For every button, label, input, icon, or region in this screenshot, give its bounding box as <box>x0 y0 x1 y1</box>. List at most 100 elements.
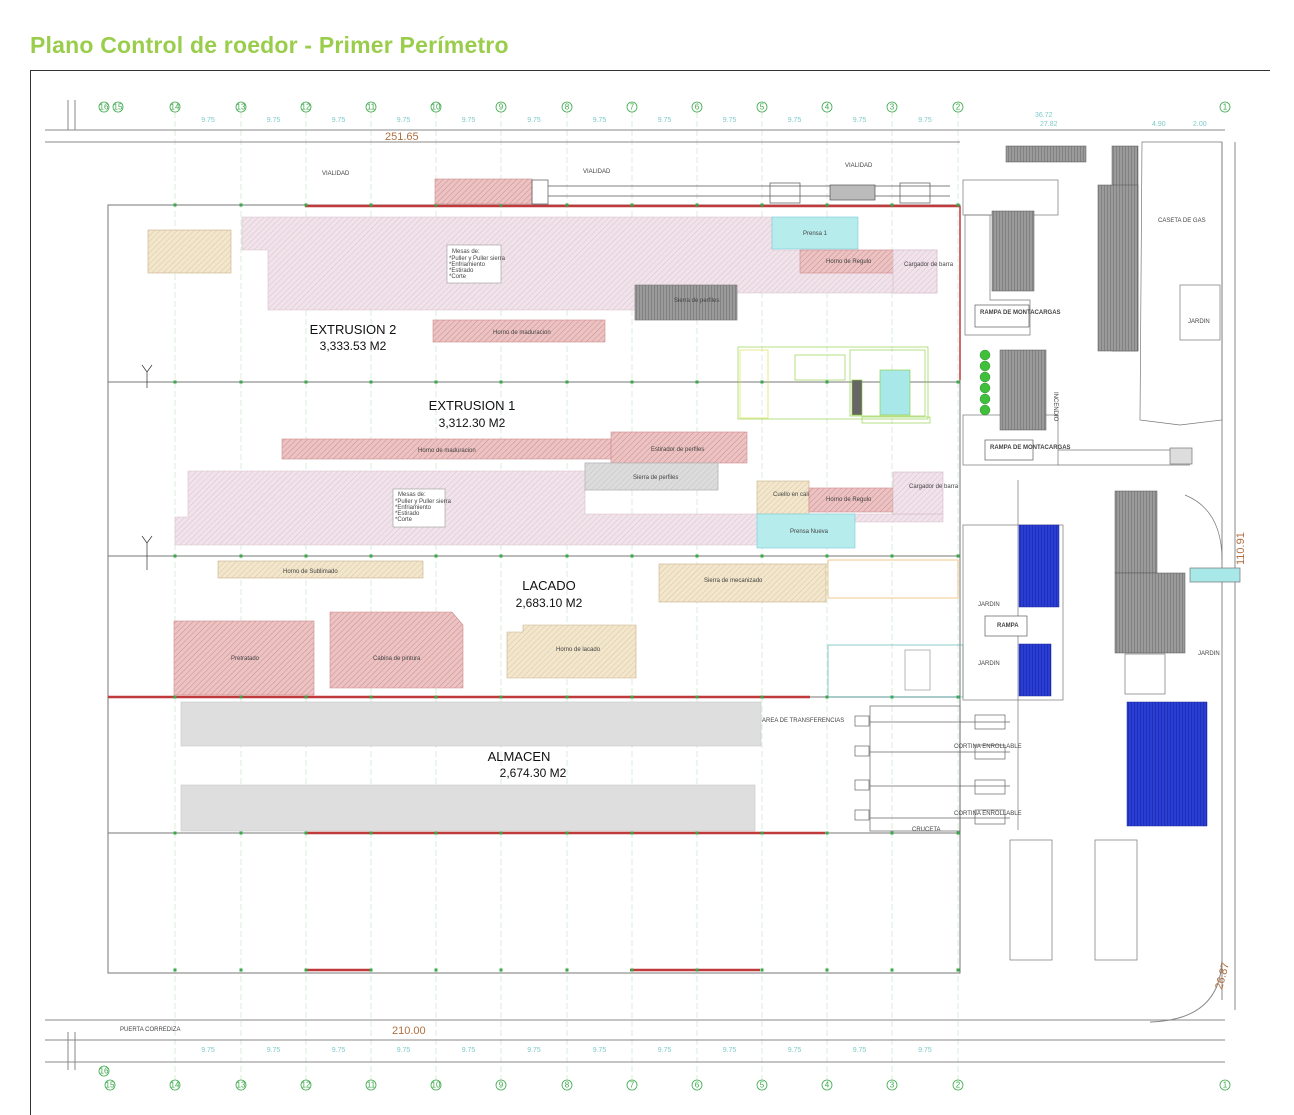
axis-label: 11 <box>367 103 376 112</box>
zone-name: EXTRUSION 2 <box>310 322 397 337</box>
tank-block <box>147 229 232 274</box>
rampa-box <box>974 304 1030 328</box>
dim-right-side: 110.91 <box>1235 532 1247 565</box>
column-dot <box>695 554 699 558</box>
axis-label: 12 <box>302 103 311 112</box>
prensa1-label: Prensa 1 <box>803 231 828 237</box>
axis-bubble <box>169 101 181 113</box>
mesas-title: Mesas de: <box>452 249 480 255</box>
column-dot <box>760 695 764 699</box>
axis-bubble <box>952 1079 964 1091</box>
column-dot <box>434 203 438 207</box>
axis-label: 5 <box>760 103 765 112</box>
column-dot <box>239 968 243 972</box>
axis-label: 13 <box>237 103 246 112</box>
zone-area: 3,312.30 M2 <box>439 416 506 430</box>
column-dot <box>434 554 438 558</box>
column-dot <box>434 695 438 699</box>
mesas-item: *Estirado <box>449 268 474 274</box>
column-dot <box>173 831 177 835</box>
door-markers <box>141 364 153 570</box>
axis-label: 10 <box>432 103 441 112</box>
axis-label: 3 <box>890 1081 895 1090</box>
axis-label: 10 <box>432 1081 441 1090</box>
axis-bubble <box>300 101 312 113</box>
axis-label: 5 <box>760 1081 765 1090</box>
axis-bubble <box>495 101 507 113</box>
column-dot <box>173 203 177 207</box>
grid-spacing-label: 9.75 <box>527 117 541 124</box>
road-label: VIALIDAD <box>322 171 350 177</box>
mesas2-item: *Corte <box>395 517 413 523</box>
horno-lacado-area <box>506 624 637 679</box>
column-dot <box>890 554 894 558</box>
column-dot <box>499 968 503 972</box>
horno-regulo-label: Horno de Regulo <box>826 259 872 265</box>
column-dot <box>956 554 960 558</box>
cruceta-label: CRUCETA <box>912 827 941 833</box>
grid-spacing-label: 9.75 <box>658 117 672 124</box>
axis-label: 9 <box>499 103 504 112</box>
parking-shade <box>1114 572 1186 654</box>
axis-label: 15 <box>106 1081 115 1090</box>
axis-bubble <box>821 101 833 113</box>
axis-label: 14 <box>171 103 180 112</box>
service-area <box>962 141 1241 961</box>
axis-label: 2 <box>956 103 961 112</box>
column-dot <box>956 968 960 972</box>
zone-area: 2,674.30 M2 <box>500 766 567 780</box>
column-dot <box>239 203 243 207</box>
axis-bubble <box>1219 1079 1231 1091</box>
axis-label: 12 <box>302 1081 311 1090</box>
horno-sublimado-area <box>217 560 424 579</box>
column-dot <box>695 203 699 207</box>
axis-bubble <box>952 101 964 113</box>
axis-label: 2 <box>956 1081 961 1090</box>
column-dot <box>630 831 634 835</box>
axis-label: 16 <box>100 103 109 112</box>
axis-label: 7 <box>630 103 635 112</box>
zone-area: 3,333.53 M2 <box>320 339 387 353</box>
grid-spacing-label: 9.75 <box>201 117 215 124</box>
axis-bubble <box>821 1079 833 1091</box>
column-dot <box>565 554 569 558</box>
dim-top-right-b: 27.82 <box>1040 121 1058 128</box>
column-dot <box>565 203 569 207</box>
axis-bubble <box>104 1079 116 1091</box>
cortina-label: CORTINA ENROLLABLE <box>954 811 1022 817</box>
column-dot <box>499 831 503 835</box>
estirador-area <box>610 431 748 464</box>
parking-shade <box>991 210 1035 292</box>
axis-label: 6 <box>695 1081 700 1090</box>
cargador2-label: Cargador de barra <box>909 484 959 490</box>
cargador-label: Cargador de barra <box>904 262 954 268</box>
column-dot <box>695 695 699 699</box>
axis-bubble <box>430 1079 442 1091</box>
column-dot <box>956 831 960 835</box>
column-dot <box>369 831 373 835</box>
axis-label: 4 <box>825 1081 830 1090</box>
storage-rack <box>180 784 756 832</box>
column-dot <box>239 695 243 699</box>
conveyor <box>531 179 950 205</box>
grid-spacing-label: 9.75 <box>788 117 802 124</box>
parking-shade <box>1114 490 1158 574</box>
rampa-box <box>984 439 1034 461</box>
axis-bubble <box>169 1079 181 1091</box>
column-dot <box>825 203 829 207</box>
horno-lacado-label: Horno de lacado <box>556 647 601 653</box>
column-dot <box>304 554 308 558</box>
cargador-area <box>892 249 938 294</box>
axis-bubble <box>98 101 110 113</box>
zone-name: ALMACEN <box>488 749 551 764</box>
sierra-mecanizado-label: Sierra de mecanizado <box>704 578 763 584</box>
column-dot <box>369 968 373 972</box>
rampa-box <box>984 615 1028 637</box>
grid-spacing-label: 9.75 <box>918 117 932 124</box>
horno-regulo2-label: Horno de Regulo <box>826 497 872 503</box>
axis-label: 6 <box>695 103 700 112</box>
dim-top-right-d: 2.00 <box>1193 121 1207 128</box>
axis-label: 13 <box>237 1081 246 1090</box>
column-dot <box>565 831 569 835</box>
